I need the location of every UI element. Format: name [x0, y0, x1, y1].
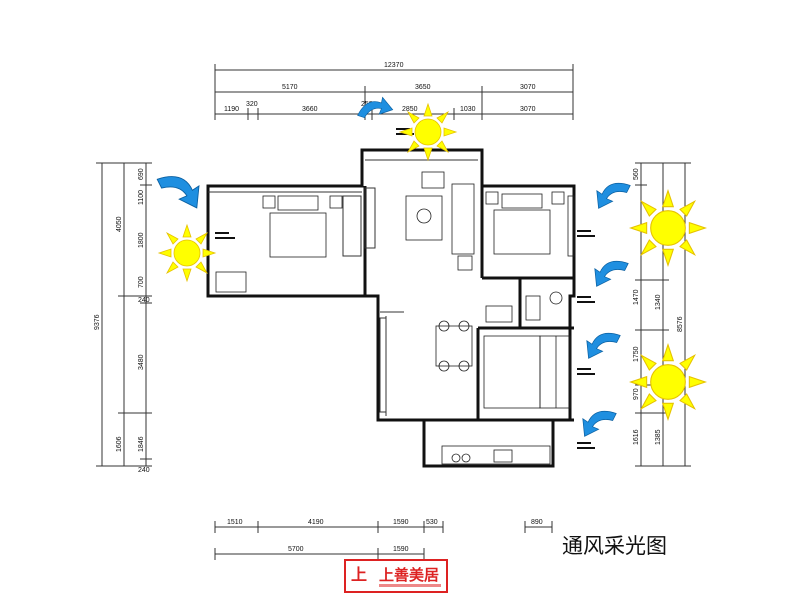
- bottom-dimension-labels: 1510 4190 1590 530 890 5700 1590: [227, 519, 543, 553]
- sun-icon: [629, 343, 707, 421]
- dim-bottom: 5700: [288, 546, 304, 553]
- dim-top-row3: 2850: [402, 106, 418, 113]
- bathroom-fixture: [525, 295, 541, 321]
- dim-bottom: 890: [531, 519, 543, 526]
- dim-right: 1470: [633, 289, 640, 305]
- airflow-arrow-icon: [596, 182, 631, 209]
- airflow-arrow-icon: [156, 176, 200, 209]
- dim-top-row2: 3070: [520, 84, 536, 91]
- left-dimensions: [96, 162, 152, 467]
- dim-top-row3: 1030: [460, 106, 476, 113]
- logo-text: 上善美居: [379, 566, 440, 584]
- airflow-arrows: [156, 92, 631, 437]
- dim-right: 1750: [633, 346, 640, 362]
- dim-top-row3: 3660: [302, 106, 318, 113]
- dim-top-row3: 1190: [224, 106, 239, 113]
- airflow-arrow-icon: [582, 410, 617, 437]
- dim-bottom: 1590: [393, 519, 409, 526]
- dim-left: 3480: [138, 354, 145, 370]
- top-dimensions: [214, 64, 574, 120]
- dim-bottom: 1510: [227, 519, 243, 526]
- airflow-arrow-icon: [586, 332, 621, 359]
- airflow-arrow-icon: [594, 260, 629, 287]
- dining-table: [435, 325, 473, 367]
- dim-top-row2: 5170: [282, 84, 298, 91]
- dim-right-outer: 8576: [677, 316, 684, 332]
- room-tags: [215, 128, 595, 449]
- dim-bottom: 530: [426, 519, 438, 526]
- logo-mark: 上: [351, 565, 368, 584]
- dim-right: 1385: [655, 429, 662, 445]
- dim-right: 1616: [633, 429, 640, 445]
- dim-bottom: 1590: [393, 546, 409, 553]
- dim-left: 1800: [138, 232, 145, 248]
- furniture: [215, 171, 575, 465]
- right-dimension-labels: 560 1470 1340 1750 970 1616 1385 8576: [633, 168, 684, 445]
- dim-left: 4050: [116, 216, 123, 232]
- bed-left: [269, 212, 327, 258]
- dim-top-total: 12370: [384, 62, 404, 69]
- dim-left-outer: 9376: [94, 314, 101, 330]
- coffee-table: [405, 195, 443, 241]
- bed-right: [493, 209, 551, 255]
- dim-top-row3: 3070: [520, 106, 536, 113]
- dim-right: 560: [633, 168, 640, 180]
- walls: [206, 148, 576, 468]
- dim-right: 970: [633, 388, 640, 400]
- kitchen-cabinets: [483, 335, 541, 409]
- airflow-arrow-icon: [355, 92, 395, 131]
- dim-left: 1846: [138, 436, 145, 452]
- left-dimension-labels: 9376 690 1100 4050 1800 700 240 3480 160…: [94, 168, 150, 474]
- dim-top-row3: 320: [246, 101, 258, 108]
- sun-icon: [399, 103, 457, 161]
- sun-icon: [158, 224, 216, 282]
- dim-left: 240: [138, 467, 150, 474]
- sun-icon: [629, 189, 707, 267]
- dim-left: 700: [138, 276, 145, 288]
- dim-right: 1340: [655, 294, 662, 310]
- diagram-caption: 通风采光图: [562, 534, 667, 558]
- dim-left: 690: [138, 168, 145, 180]
- dim-bottom: 4190: [308, 519, 324, 526]
- brand-logo: 上 上善美居: [344, 559, 448, 593]
- dim-top-row2: 3650: [415, 84, 431, 91]
- logo-underline: [379, 584, 441, 587]
- sofa: [451, 183, 475, 255]
- bottom-dimensions: [214, 521, 553, 560]
- kitchen-counter: [441, 445, 551, 465]
- desk-left: [215, 271, 247, 293]
- dim-left: 1100: [138, 190, 145, 205]
- dim-left: 240: [138, 297, 150, 304]
- dim-left: 1606: [116, 436, 123, 452]
